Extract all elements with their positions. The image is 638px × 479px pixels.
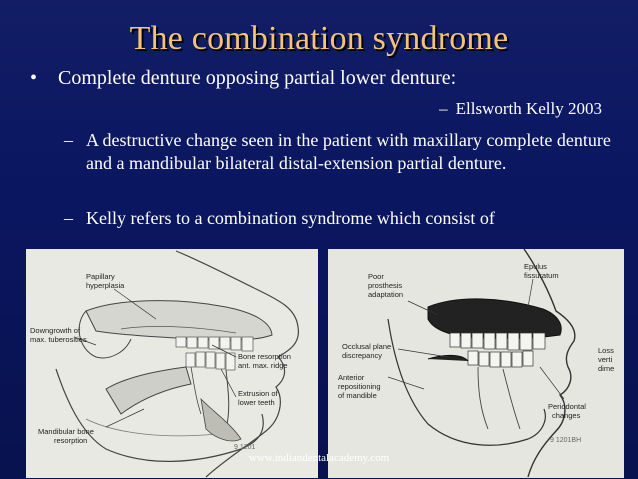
label-anterior-line2: repositioning: [338, 382, 381, 391]
diagram-combination-syndrome: Papillary hyperplasia Downgrowth of max.…: [26, 249, 318, 478]
label-extrusion-line2: lower teeth: [238, 398, 275, 407]
denture-diagram-illustration: Poor prosthesis adaptation Epulus fissur…: [338, 249, 614, 478]
citation-dash: –: [439, 99, 448, 118]
sub-bullet-text: A destructive change seen in the patient…: [86, 130, 611, 173]
sub-bullet-2: – Kelly refers to a combination syndrome…: [64, 207, 624, 233]
sub-bullet-text: Kelly refers to a combination syndrome w…: [86, 208, 495, 228]
main-bullet-text: Complete denture opposing partial lower …: [58, 67, 457, 89]
label-loss-line3: dime: [598, 364, 614, 373]
label-bone-resorption-line1: Bone resorption: [238, 352, 291, 361]
label-occlusal-line2: discrepancy: [342, 351, 382, 360]
label-periodontal-line1: Periodontal: [548, 402, 586, 411]
label-loss-line1: Loss: [598, 346, 614, 355]
label-loss-line2: verti: [598, 355, 613, 364]
diagram-denture-complications: Poor prosthesis adaptation Epulus fissur…: [328, 249, 624, 478]
label-poor-line3: adaptation: [368, 290, 403, 299]
bullet-marker: •: [30, 67, 38, 89]
citation: –Ellsworth Kelly 2003: [439, 99, 602, 119]
label-periodontal-line2: changes: [552, 411, 581, 420]
label-downgrowth-line1: Downgrowth of: [30, 326, 81, 335]
figure-code: 9 1201BH: [550, 437, 581, 444]
jaw-diagram-illustration: Papillary hyperplasia Downgrowth of max.…: [30, 250, 300, 478]
label-bone-resorption-line2: ant. max. ridge: [238, 361, 288, 370]
slide-title: The combination syndrome: [129, 20, 509, 57]
label-mandibular-line1: Mandibular bone: [38, 427, 94, 436]
label-poor-line1: Poor: [368, 272, 384, 281]
label-occlusal-line1: Occlusal plane: [342, 342, 391, 351]
label-anterior-line3: of mandible: [338, 391, 377, 400]
watermark-url: www.indiandentalacademy.com: [248, 452, 390, 464]
label-epulus-line2: fissuratum: [524, 271, 559, 280]
figure-code: 9 1201: [234, 444, 256, 451]
label-extrusion-line1: Extrusion of: [238, 389, 279, 398]
sub-bullet-1: – A destructive change seen in the patie…: [64, 129, 624, 201]
label-mandibular-line2: resorption: [54, 436, 87, 445]
label-poor-line2: prosthesis: [368, 281, 402, 290]
sub-bullet-dash: –: [64, 208, 73, 228]
label-papillary-line2: hyperplasia: [86, 281, 125, 290]
label-downgrowth-line2: max. tuberosities: [30, 335, 87, 344]
label-anterior-line1: Anterior: [338, 373, 365, 382]
citation-text: Ellsworth Kelly 2003: [455, 99, 602, 118]
label-epulus-line1: Epulus: [524, 262, 547, 271]
sub-bullet-dash: –: [64, 130, 73, 150]
label-papillary-line1: Papillary: [86, 272, 115, 281]
